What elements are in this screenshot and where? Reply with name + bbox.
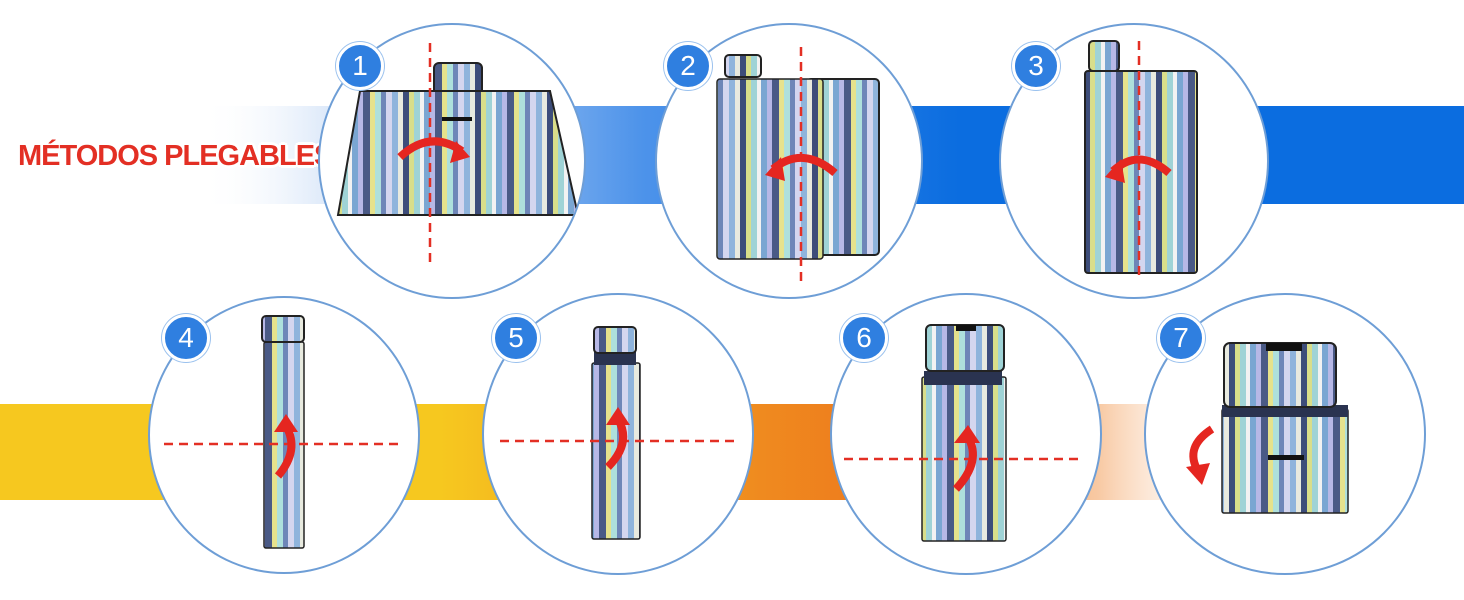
step-1-illustration (336, 43, 580, 265)
step-2-circle (655, 23, 923, 299)
fold-down-arrow-icon (1186, 463, 1210, 485)
step-7-illustration (1186, 342, 1349, 514)
fold-left-arrow-icon (765, 157, 785, 181)
step-5-badge: 5 (492, 314, 540, 362)
fold-right-arrow-icon (450, 141, 470, 163)
step-2-badge: 2 (664, 42, 712, 90)
fold-left-arrow-icon (1105, 159, 1125, 183)
step-2-illustration (716, 47, 880, 283)
step-3-circle (999, 23, 1269, 299)
step-1-badge: 1 (336, 42, 384, 90)
fold-up-arrow-icon (954, 425, 980, 443)
page-title: MÉTODOS PLEGABLES (18, 140, 333, 172)
step-3-badge: 3 (1012, 42, 1060, 90)
step-7-badge: 7 (1157, 314, 1205, 362)
step-6-badge: 6 (840, 314, 888, 362)
step-3-illustration (1084, 40, 1198, 281)
step-4-illustration (164, 315, 400, 549)
step-4-badge: 4 (162, 314, 210, 362)
fold-up-arrow-icon (274, 414, 298, 432)
fold-up-arrow-icon (606, 407, 630, 425)
step-6-illustration (844, 324, 1084, 542)
step-5-illustration (500, 326, 734, 540)
